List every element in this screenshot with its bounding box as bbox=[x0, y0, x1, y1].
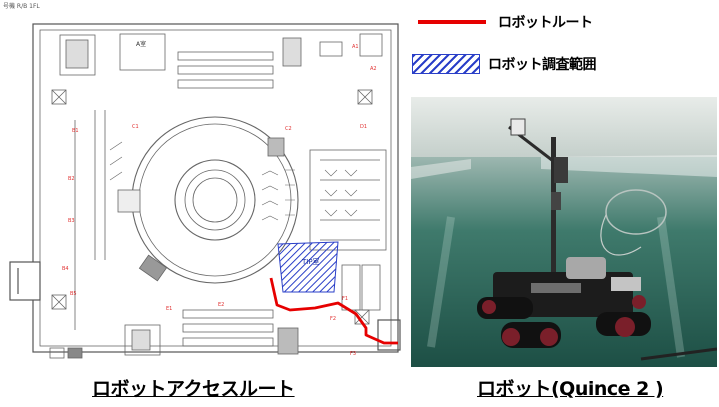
legend-survey-swatch bbox=[412, 54, 480, 74]
svg-text:E2: E2 bbox=[218, 302, 224, 308]
svg-text:D1: D1 bbox=[360, 124, 367, 130]
svg-text:F1: F1 bbox=[342, 296, 348, 302]
outer-wall bbox=[32, 23, 399, 353]
svg-text:B1: B1 bbox=[72, 128, 79, 134]
svg-text:C1: C1 bbox=[132, 124, 139, 130]
svg-text:A2: A2 bbox=[370, 66, 377, 72]
svg-text:F2: F2 bbox=[330, 316, 336, 322]
room-label: A室 bbox=[136, 40, 146, 48]
legend-route-label: ロボットルート bbox=[498, 15, 593, 31]
survey-area-label: TIP室 bbox=[301, 257, 320, 266]
svg-text:B5: B5 bbox=[70, 291, 77, 297]
svg-text:F3: F3 bbox=[350, 351, 356, 357]
legend-route-swatch bbox=[418, 20, 486, 24]
robot-photo bbox=[411, 97, 717, 367]
svg-text:E1: E1 bbox=[166, 306, 172, 312]
svg-text:B2: B2 bbox=[68, 176, 75, 182]
svg-text:C2: C2 bbox=[285, 126, 292, 132]
legend-survey-label: ロボット調査範囲 bbox=[488, 57, 597, 73]
legend-survey: ロボット調査範囲 bbox=[412, 54, 597, 74]
survey-area bbox=[277, 241, 339, 293]
robot-route bbox=[269, 277, 398, 345]
svg-text:A1: A1 bbox=[352, 44, 359, 50]
caption-route: ロボットアクセスルート bbox=[92, 378, 295, 400]
legend-route: ロボットルート bbox=[418, 12, 593, 32]
floor-plan: A室 TIP室 A1 A2 B1 B2 B3 B4 B5 C1 C2 D1 E1… bbox=[9, 23, 401, 359]
plan-header: 号機 R/B 1FL bbox=[3, 3, 40, 10]
inner-wall bbox=[39, 29, 392, 347]
caption-robot: ロボット(Quince 2 ) bbox=[477, 378, 664, 400]
room-numbers: A1 A2 B1 B2 B3 B4 B5 C1 C2 D1 E1 E2 F1 F… bbox=[62, 44, 377, 357]
svg-text:B4: B4 bbox=[62, 266, 69, 272]
svg-text:B3: B3 bbox=[68, 218, 75, 224]
